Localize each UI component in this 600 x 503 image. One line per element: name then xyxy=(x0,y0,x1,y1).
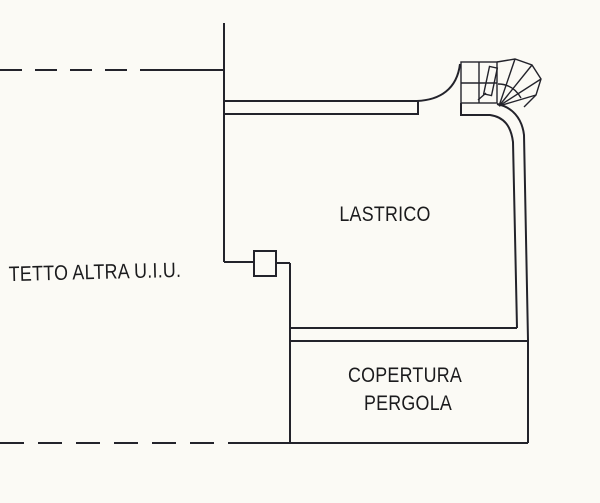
label-copertura: COPERTURA xyxy=(347,364,463,387)
pillar-square xyxy=(253,250,277,277)
label-tetto-altra-uiu: TETTO ALTRA U.I.U. xyxy=(8,258,182,287)
stair-winder xyxy=(460,58,542,108)
stair-door-swing-line xyxy=(477,92,487,101)
stair-fan-tread-1 xyxy=(498,58,516,107)
label-pergola: PERGOLA xyxy=(363,392,453,415)
stair-fan-tread-4 xyxy=(498,94,537,107)
label-lastrico: LASTRICO xyxy=(339,203,431,226)
wall-top-outer xyxy=(224,63,461,102)
stair-fan-mid-arc xyxy=(497,83,522,99)
wall-top-inner xyxy=(224,101,419,115)
stair-door-leaf xyxy=(482,65,499,97)
wall-right-inner xyxy=(460,103,518,329)
stair-fan-tread-3 xyxy=(498,78,542,107)
stair-fan-tread-2 xyxy=(498,64,533,107)
stair-fan-outer-edge xyxy=(496,58,542,108)
